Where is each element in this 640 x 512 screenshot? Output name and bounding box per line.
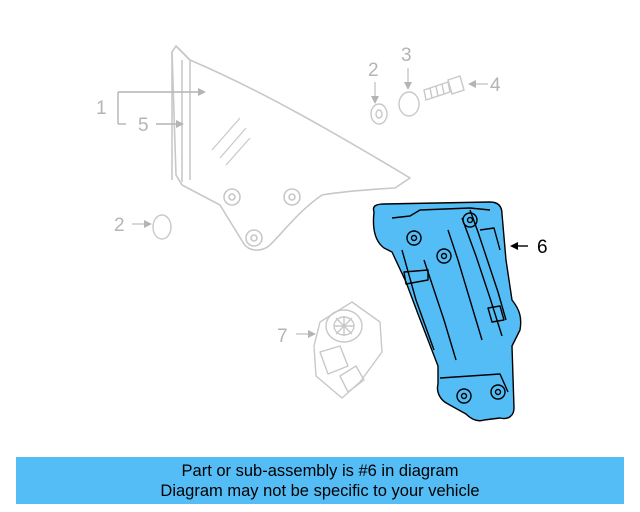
banner-line-part: Part or sub-assembly is #6 in diagram xyxy=(181,461,459,480)
parts-diagram: 1 5 2 3 4 2 7 xyxy=(96,45,548,422)
o-ring-part-3 xyxy=(398,68,420,117)
callout-label-6: 6 xyxy=(537,237,548,258)
callout-label-3: 3 xyxy=(401,45,412,66)
window-motor-part-7 xyxy=(296,301,383,399)
callout-label-4: 4 xyxy=(490,75,501,96)
callout-label-7: 7 xyxy=(277,326,288,347)
callout-1-arrowhead xyxy=(198,88,206,96)
callout-label-2-top: 2 xyxy=(368,60,379,81)
washer-part-2-left xyxy=(132,214,172,240)
door-glass-assembly xyxy=(171,45,411,251)
callout-1-5-bracket xyxy=(117,91,200,125)
callout-6-arrowhead xyxy=(510,242,518,250)
info-banner: Part or sub-assembly is #6 in diagram Di… xyxy=(16,457,624,504)
callout-7-arrowhead xyxy=(308,330,316,338)
callout-2-top-arrowhead xyxy=(371,96,379,104)
callout-label-1: 1 xyxy=(96,98,107,119)
callout-label-5: 5 xyxy=(138,115,149,136)
callout-4-arrowhead xyxy=(468,80,476,88)
bolt-part-4 xyxy=(423,75,488,101)
callout-2-left-arrowhead xyxy=(144,220,152,228)
banner-line-disclaimer: Diagram may not be specific to your vehi… xyxy=(160,481,480,500)
window-regulator-part-6 xyxy=(372,201,522,422)
washer-part-2-top xyxy=(370,82,388,125)
callout-label-2-left: 2 xyxy=(114,215,125,236)
callout-5-arrowhead xyxy=(176,120,184,128)
callout-3-arrowhead xyxy=(404,82,412,90)
